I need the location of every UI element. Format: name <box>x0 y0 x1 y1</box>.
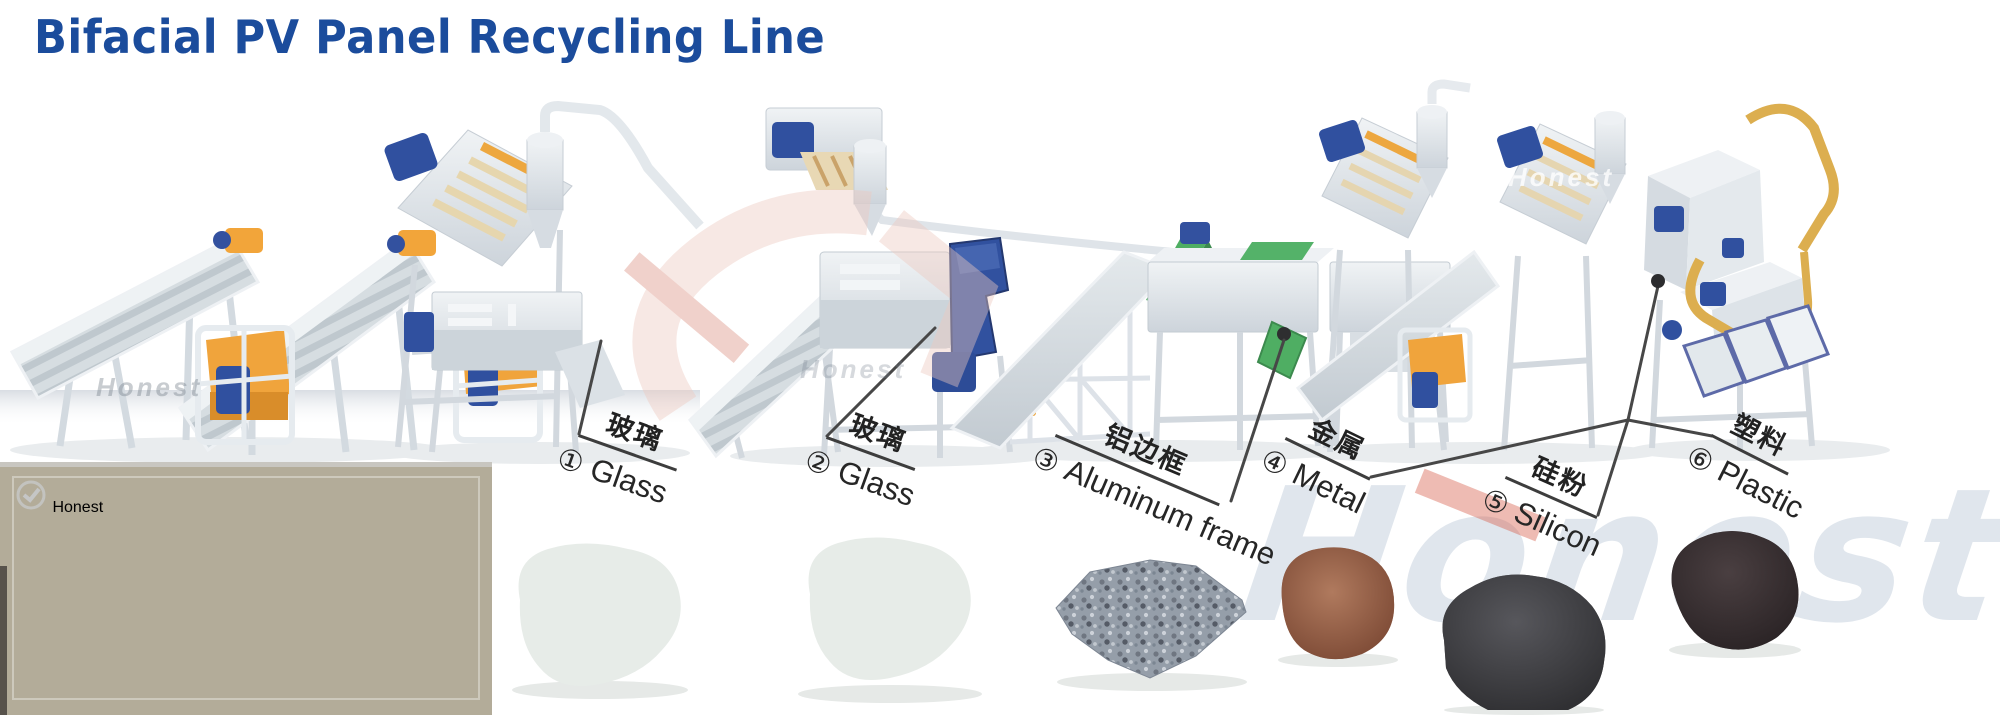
panel-brand-watermark: Honest <box>14 478 478 517</box>
screen-tower-1 <box>1319 79 1471 239</box>
leader-plastic <box>1626 418 1714 438</box>
leader-node-riser <box>1626 284 1660 422</box>
brand-logo-icon <box>16 480 46 510</box>
leader-silicon <box>1596 418 1630 517</box>
conveyor-head-motor-1 <box>225 228 263 253</box>
solar-panel-photo: Honest <box>0 462 492 715</box>
station-feeding-conveyors <box>9 228 543 455</box>
crusher-front-2 <box>820 300 950 348</box>
separator-side <box>1644 176 1690 290</box>
page-title: Bifacial PV Panel Recycling Line <box>34 10 826 64</box>
sorter-motor <box>384 132 438 182</box>
leader-glass-2 <box>825 326 937 438</box>
crusher-vents <box>448 304 516 326</box>
chute-roller-anchor <box>1277 327 1291 341</box>
glass-pile-2 <box>808 537 971 680</box>
station-granulator <box>688 107 1236 459</box>
tilted-plates <box>1681 304 1830 398</box>
crusher-front <box>432 330 582 370</box>
pile-shadows <box>512 642 1801 715</box>
motor-cap-icon <box>387 235 405 253</box>
plastic-powder-pile <box>1671 531 1799 650</box>
glass-pile-1 <box>518 543 681 686</box>
shredder-unit-1 <box>195 325 295 445</box>
leader-aluminum <box>1229 338 1286 503</box>
station-final-separator <box>1644 103 1839 450</box>
silicon-powder-pile <box>1442 574 1606 710</box>
top-motor <box>772 122 814 158</box>
leader-lines <box>577 284 1714 517</box>
discharge-chute <box>555 340 625 408</box>
conveyor-head-motor-2 <box>398 230 436 256</box>
separator-box <box>1147 261 1319 333</box>
separator-top-face <box>1648 150 1760 198</box>
leader-metal <box>1369 418 1630 479</box>
station-glass-crusher <box>384 100 704 453</box>
shredder-unit-3 <box>1397 327 1473 423</box>
station-vibrating-screens <box>1295 79 1627 453</box>
aluminum-scrap-pile <box>1055 559 1247 679</box>
conveyor-rail-1 <box>12 238 239 365</box>
screen-tower-2 <box>1497 111 1627 245</box>
cyclone-separator-1 <box>526 100 704 248</box>
leader-anchor-dot <box>1651 274 1665 288</box>
leader-glass-1 <box>577 339 603 436</box>
support-frame <box>1649 299 1815 450</box>
output-piles <box>512 531 1801 715</box>
separator-legs <box>1153 331 1321 450</box>
blue-components <box>1654 206 1744 340</box>
separator-front <box>1686 170 1764 290</box>
sorter-slats <box>432 156 542 242</box>
solar-panel-cells: Honest <box>12 476 480 700</box>
green-belt-top <box>1240 242 1314 260</box>
metal-powder-pile <box>1281 547 1395 660</box>
motor-cap-icon <box>213 231 231 249</box>
crusher-motor <box>404 312 434 352</box>
